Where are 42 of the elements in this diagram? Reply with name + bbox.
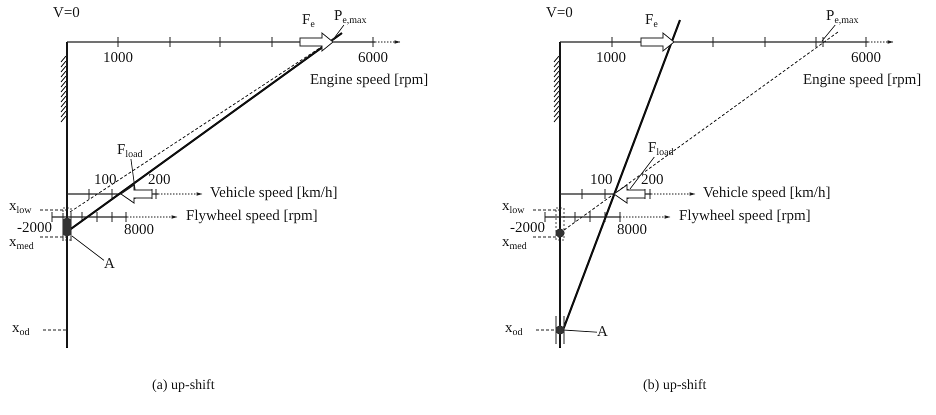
force-label: F$_{e}$ xyxy=(645,12,658,29)
point-label: A xyxy=(597,324,608,341)
leader-line xyxy=(72,236,104,261)
position-label: x$_{low}$ xyxy=(9,198,32,215)
axis-label: Engine speed [rpm] xyxy=(310,72,428,89)
force-label: F$_{load}$ xyxy=(117,142,143,159)
position-label: x$_{low}$ xyxy=(502,198,524,215)
tick-label: 200 xyxy=(148,172,170,189)
point-label: P$_{e,max}$ xyxy=(334,8,366,25)
point-label: P$_{e,max}$ xyxy=(826,8,858,25)
tick-label: -2000 xyxy=(510,220,545,237)
axis-label: Vehicle speed [km/h] xyxy=(210,185,338,202)
axis-label: Engine speed [rpm] xyxy=(803,72,922,89)
tick-label: 100 xyxy=(94,172,116,189)
position-label: x$_{od}$ xyxy=(12,320,30,337)
caption: (b) up-shift xyxy=(643,377,706,394)
position-label: x$_{med}$ xyxy=(9,234,34,251)
axis-label: Flywheel speed [rpm] xyxy=(679,208,811,225)
position-label: x$_{med}$ xyxy=(502,234,527,251)
leader-line xyxy=(562,330,598,333)
speed-condition-label: V=0 xyxy=(53,5,80,22)
tick-label: 1000 xyxy=(103,50,133,67)
tick-label: 8000 xyxy=(124,222,154,239)
tick-label: 6000 xyxy=(358,50,388,67)
tick-label: -2000 xyxy=(17,220,52,237)
axis-label: Flywheel speed [rpm] xyxy=(186,208,318,225)
force-label: F$_{e}$ xyxy=(302,12,315,29)
leader-line xyxy=(332,24,344,42)
leader-line xyxy=(130,158,136,190)
caption: (a) up-shift xyxy=(152,377,215,394)
axis-label: Vehicle speed [km/h] xyxy=(703,185,830,202)
point-label: A xyxy=(104,256,115,273)
force-label: F$_{load}$ xyxy=(648,140,674,157)
tick-label: 1000 xyxy=(596,50,626,67)
tick-label: 200 xyxy=(641,172,664,189)
speed-condition-label: V=0 xyxy=(546,5,573,22)
leader-line xyxy=(630,156,655,190)
position-label: x$_{od}$ xyxy=(505,320,522,337)
leader-line xyxy=(822,24,836,42)
tick-label: 6000 xyxy=(851,50,881,67)
tick-label: 100 xyxy=(590,172,612,189)
tick-label: 8000 xyxy=(617,222,647,239)
